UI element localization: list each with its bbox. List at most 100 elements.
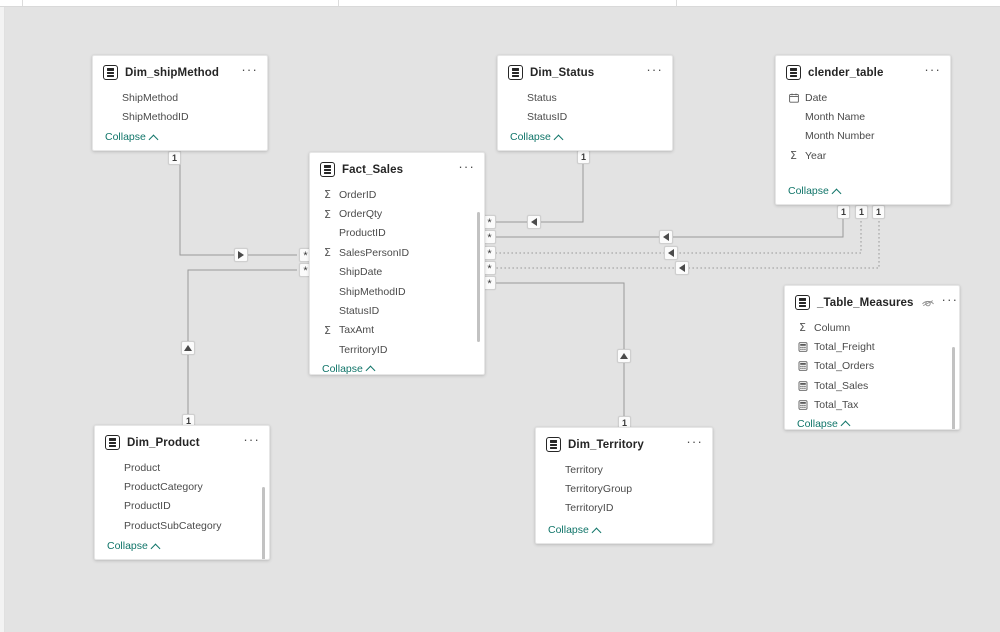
field-row[interactable]: ·ProductSubCategory bbox=[95, 516, 269, 535]
cross-filter-arrow-left-icon[interactable] bbox=[664, 246, 678, 260]
field-row[interactable]: ·ShipMethodID bbox=[93, 107, 267, 126]
table-card-dim-territory[interactable]: Dim_Territory····Territory·TerritoryGrou… bbox=[535, 427, 713, 544]
table-icon bbox=[546, 437, 561, 452]
field-name: Month Name bbox=[805, 111, 866, 124]
field-row[interactable]: Total_Tax bbox=[785, 396, 959, 415]
field-row[interactable]: ·Territory bbox=[536, 460, 712, 479]
field-row[interactable]: ·TerritoryID bbox=[536, 499, 712, 518]
field-list-scrollbar[interactable] bbox=[477, 212, 480, 342]
field-list: ·Territory·TerritoryGroup·TerritoryID bbox=[536, 459, 712, 521]
collapse-button[interactable]: Collapse bbox=[93, 128, 267, 150]
table-header-fact-sales[interactable]: Fact_Sales··· bbox=[310, 153, 484, 184]
table-card-fact-sales[interactable]: Fact_Sales···ΣOrderIDΣOrderQty·ProductID… bbox=[309, 152, 485, 375]
field-row[interactable]: Total_Freight bbox=[785, 337, 959, 356]
collapse-button[interactable]: Collapse bbox=[310, 360, 484, 375]
table-card-clender-table[interactable]: clender_table··· Date ·Month Name·Month Nu… bbox=[775, 55, 951, 205]
field-row[interactable]: ·ProductCategory bbox=[95, 477, 269, 496]
relationship-line-product-to-factsales[interactable] bbox=[187, 269, 297, 425]
collapse-button[interactable]: Collapse bbox=[536, 521, 712, 543]
field-row[interactable]: ·TerritoryGroup bbox=[536, 479, 712, 498]
table-more-options-icon[interactable]: ··· bbox=[241, 62, 258, 77]
table-more-options-icon[interactable]: ··· bbox=[686, 434, 703, 449]
table-header-dim-territory[interactable]: Dim_Territory··· bbox=[536, 428, 712, 459]
table-more-options-icon[interactable]: ··· bbox=[458, 159, 475, 174]
table-more-options-icon[interactable]: ··· bbox=[243, 432, 260, 447]
collapse-button[interactable]: Collapse bbox=[498, 128, 672, 150]
chevron-up-icon bbox=[833, 187, 842, 196]
chevron-up-icon bbox=[367, 364, 376, 373]
table-header-dim-product[interactable]: Dim_Product··· bbox=[95, 426, 269, 457]
collapse-label: Collapse bbox=[322, 362, 363, 375]
measure-calculator-icon bbox=[797, 381, 808, 391]
hidden-table-eye-icon[interactable] bbox=[921, 296, 935, 310]
field-name: Month Number bbox=[805, 130, 875, 143]
field-row[interactable]: ·ProductID bbox=[310, 224, 484, 243]
table-title: _Table_Measures bbox=[817, 296, 914, 309]
field-name: ProductCategory bbox=[124, 481, 203, 494]
field-row[interactable]: ·ShipMethodID bbox=[310, 282, 484, 301]
field-row[interactable]: Total_Orders bbox=[785, 357, 959, 376]
table-title: Dim_shipMethod bbox=[125, 66, 220, 79]
collapse-label: Collapse bbox=[797, 417, 838, 430]
relationship-line-clender-to-factsales-inactive-1[interactable] bbox=[490, 205, 862, 254]
field-row[interactable]: Date bbox=[776, 88, 950, 107]
field-row[interactable]: ·Month Number bbox=[776, 127, 950, 146]
cross-filter-arrow-right-icon[interactable] bbox=[234, 248, 248, 262]
table-card-dim-product[interactable]: Dim_Product····Product·ProductCategory·P… bbox=[94, 425, 270, 560]
collapse-button[interactable]: Collapse bbox=[776, 182, 950, 204]
field-row[interactable]: ·ShipMethod bbox=[93, 88, 267, 107]
field-list-scrollbar[interactable] bbox=[952, 347, 955, 429]
table-header-dim-shipmethod[interactable]: Dim_shipMethod ··· bbox=[93, 56, 267, 87]
cross-filter-arrow-up-icon[interactable] bbox=[181, 341, 195, 355]
table-header-dim-status[interactable]: Dim_Status··· bbox=[498, 56, 672, 87]
summarize-sigma-icon: Σ bbox=[790, 149, 797, 163]
table-card-dim-shipmethod[interactable]: Dim_shipMethod ··· ·ShipMethod·ShipMethodI… bbox=[92, 55, 268, 151]
relationship-line-status-to-factsales[interactable] bbox=[490, 151, 584, 223]
field-name: ShipDate bbox=[339, 266, 383, 279]
collapse-button[interactable]: Collapse bbox=[95, 537, 269, 559]
relationship-line-clender-to-factsales-inactive-2[interactable] bbox=[490, 205, 880, 269]
field-row[interactable]: ·Month Name bbox=[776, 107, 950, 126]
table-header-table-measures[interactable]: _Table_Measures ··· bbox=[785, 286, 959, 317]
cross-filter-arrow-left-icon[interactable] bbox=[527, 215, 541, 229]
table-more-options-icon[interactable]: ··· bbox=[924, 62, 941, 77]
field-row[interactable]: ·StatusID bbox=[310, 301, 484, 320]
chevron-up-icon bbox=[152, 542, 161, 551]
field-row[interactable]: ·TerritoryID bbox=[310, 340, 484, 359]
field-row[interactable]: ·StatusID bbox=[498, 107, 672, 126]
field-row[interactable]: ·Product bbox=[95, 458, 269, 477]
relationship-line-shipmethod-to-factsales[interactable] bbox=[179, 151, 297, 256]
collapse-button[interactable]: Collapse bbox=[785, 415, 959, 430]
table-header-clender-table[interactable]: clender_table··· bbox=[776, 56, 950, 87]
field-name: StatusID bbox=[527, 111, 568, 124]
field-name: Date bbox=[805, 91, 828, 104]
table-icon bbox=[795, 295, 810, 310]
field-name: ShipMethod bbox=[122, 91, 179, 104]
field-row[interactable]: ·Status bbox=[498, 88, 672, 107]
cross-filter-arrow-left-icon[interactable] bbox=[659, 230, 673, 244]
table-more-options-icon[interactable]: ··· bbox=[941, 292, 959, 307]
table-more-options-icon[interactable]: ··· bbox=[646, 62, 663, 77]
field-name: TerritoryGroup bbox=[565, 483, 633, 496]
field-list-scrollbar[interactable] bbox=[262, 487, 265, 559]
summarize-sigma-icon: Σ bbox=[799, 321, 806, 335]
cross-filter-arrow-left-icon[interactable] bbox=[675, 261, 689, 275]
table-card-dim-status[interactable]: Dim_Status····Status·StatusID Collapse bbox=[497, 55, 673, 151]
cardinality-badge-one: 1 bbox=[855, 205, 868, 219]
field-row[interactable]: ·ProductID bbox=[95, 497, 269, 516]
field-name: ProductID bbox=[124, 500, 171, 513]
cross-filter-arrow-up-icon[interactable] bbox=[617, 349, 631, 363]
collapse-label: Collapse bbox=[107, 540, 148, 552]
relationship-line-territory-to-factsales[interactable] bbox=[490, 282, 625, 427]
field-row[interactable]: Total_Sales bbox=[785, 376, 959, 395]
field-row[interactable]: ·ShipDate bbox=[310, 263, 484, 282]
